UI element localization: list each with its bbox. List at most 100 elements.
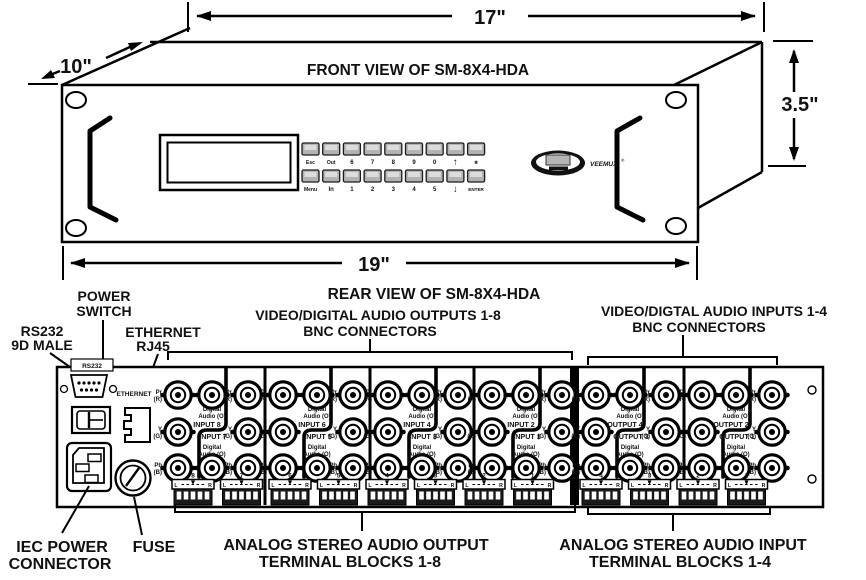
bnc-video-label: (R): [364, 397, 372, 403]
terminal-block-number: 2: [696, 473, 700, 480]
bnc-video-label: Pr: [644, 390, 651, 396]
bnc-ring: [413, 386, 431, 404]
panel-screw-hole: [807, 385, 817, 395]
bnc-center-pin: [385, 465, 391, 471]
terminal-left-marker: L: [728, 483, 732, 489]
bnc-ring: [553, 386, 571, 404]
keypad-button-top: [408, 145, 420, 150]
terminal-left-marker: L: [174, 483, 178, 489]
rs232-label2: 9D MALE: [11, 337, 72, 353]
keypad-button-top: [470, 145, 483, 150]
terminal-pin: [232, 491, 237, 500]
keypad-button-top: [428, 172, 441, 177]
ethernet-label1: ETHERNET: [125, 324, 201, 340]
callout-outputs-bnc: VIDEO/DIGITAL AUDIO OUTPUTS 1-8 BNC CONN…: [167, 307, 573, 360]
bnc-video-label: Pr: [331, 390, 338, 396]
bnc-center-pin: [209, 392, 215, 398]
bnc-center-pin: [280, 392, 286, 398]
terminal-pin: [516, 491, 521, 500]
bnc-video-label: Pb: [364, 463, 372, 469]
keypad-button-label: 6: [350, 160, 354, 166]
bnc-ring: [587, 423, 605, 441]
terminal-right-marker: R: [616, 483, 620, 489]
callout-outputs-line2: BNC CONNECTORS: [303, 323, 437, 339]
callout-power-switch: POWER SWITCH: [76, 288, 132, 410]
bnc-video-label: Pr: [156, 390, 163, 396]
keypad-button-label: 8: [392, 160, 396, 166]
bnc-center-pin: [455, 429, 461, 435]
bnc-center-pin: [559, 392, 565, 398]
digital-audio-label: Digital: [413, 445, 432, 451]
channel-split-line: [511, 366, 542, 479]
bnc-ring: [449, 423, 467, 441]
bnc-center-pin: [245, 429, 251, 435]
bnc-video-label: Pr: [470, 390, 477, 396]
bnc-ring: [763, 423, 781, 441]
terminal-left-marker: L: [582, 483, 586, 489]
terminal-pin: [737, 491, 742, 500]
channel-split-line: [407, 366, 438, 479]
terminal-pin: [647, 491, 652, 500]
chassis-outline: FRONT VIEW OF SM-8X4-HDA: [61, 26, 764, 210]
bnc-center-pin: [245, 392, 251, 398]
left-handle: [87, 115, 119, 223]
bnc-video-label: (B): [329, 470, 337, 476]
rack-screw-hole: [65, 91, 87, 109]
bnc-video-label: (R): [154, 397, 162, 403]
dimension-3-5in: 3.5": [768, 40, 819, 167]
bnc-ring: [693, 386, 711, 404]
bnc-video-label: (B): [468, 470, 476, 476]
bnc-ring: [517, 459, 535, 477]
terminal-right-marker: R: [762, 483, 766, 489]
channel-label: INPUT 4: [403, 420, 431, 429]
channel-label: INPUT 3: [409, 432, 437, 441]
terminal-right-marker: R: [402, 483, 406, 489]
keypad-button-label: 0: [433, 160, 437, 166]
db9-screw: [59, 384, 69, 394]
bnc-center-pin: [419, 392, 425, 398]
bnc-video-label: (R): [224, 397, 232, 403]
terminal-right-marker: R: [548, 483, 552, 489]
lcd-display-screen: [166, 141, 292, 184]
bnc-center-pin: [175, 429, 181, 435]
terminal-pin: [225, 491, 230, 500]
bnc-video-label: (R): [468, 397, 476, 403]
dimension-17in: 17": [187, 2, 765, 32]
bnc-center-pin: [489, 465, 495, 471]
logo-brand-text: VEEMUX: [590, 161, 618, 168]
terminal-pin: [467, 491, 473, 500]
terminal-pin: [398, 491, 404, 500]
bnc-video-label: Pb: [468, 463, 476, 469]
terminal-block-number: 4: [385, 473, 389, 480]
terminal-left-marker: L: [417, 483, 421, 489]
digital-audio-label: Digital: [308, 407, 327, 413]
terminal-left-marker: L: [223, 483, 227, 489]
bnc-video-label: Pb: [154, 463, 162, 469]
bnc-center-pin: [455, 392, 461, 398]
terminal-right-marker: R: [713, 483, 717, 489]
bnc-video-label: Y: [368, 427, 372, 433]
iec-pin: [87, 453, 102, 463]
bnc-video-label: (R): [748, 397, 756, 403]
digital-audio-label: Audio (O): [722, 414, 749, 420]
bnc-ring: [621, 459, 639, 477]
bnc-video-label: (G): [677, 434, 686, 440]
arrowhead-ne: [128, 42, 143, 51]
bnc-ring: [587, 386, 605, 404]
bnc-center-pin: [280, 429, 286, 435]
terminal-right-marker: R: [665, 483, 669, 489]
bnc-video-label: (R): [329, 397, 337, 403]
keypad-button-label: 9: [412, 160, 416, 166]
terminal-pin: [440, 491, 445, 500]
bnc-video-label: (B): [642, 470, 650, 476]
bnc-video-label: Pb: [259, 463, 267, 469]
bnc-video-label: Y: [438, 427, 442, 433]
power-switch-label2: SWITCH: [76, 303, 131, 319]
digital-audio-label: Audio (O): [303, 452, 330, 458]
bnc-center-pin: [385, 429, 391, 435]
dim-10-label: 10": [60, 56, 92, 78]
digital-audio-label: Digital: [621, 407, 640, 413]
terminal-pin: [183, 491, 189, 500]
bnc-center-pin: [733, 392, 739, 398]
